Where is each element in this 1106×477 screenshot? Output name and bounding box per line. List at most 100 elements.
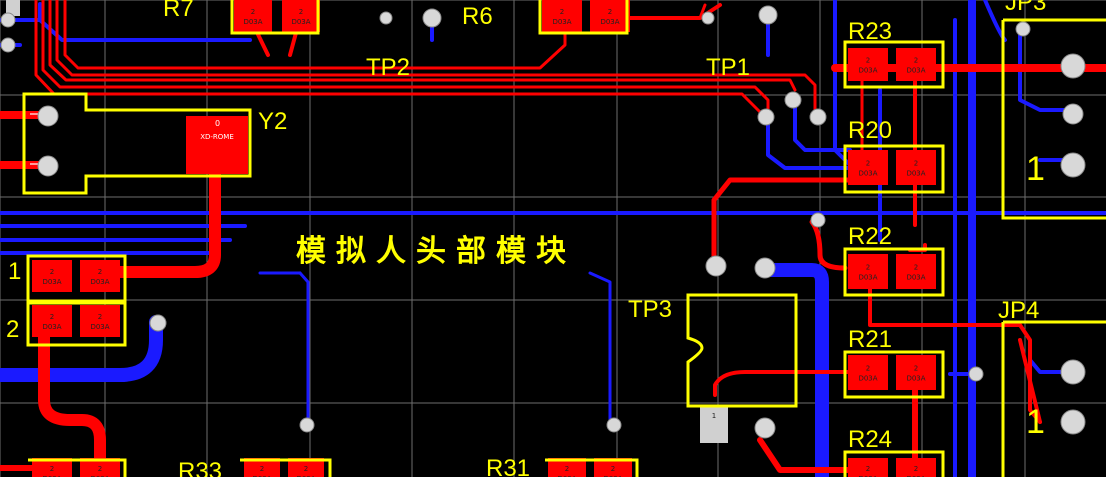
svg-text:D03A: D03A — [42, 323, 61, 331]
via[interactable] — [758, 5, 778, 25]
svg-text:D03A: D03A — [858, 274, 877, 282]
svg-text:D03A: D03A — [858, 67, 877, 75]
pad[interactable] — [848, 458, 888, 477]
svg-text:D03A: D03A — [858, 475, 877, 477]
svg-text:2: 2 — [914, 465, 918, 473]
pad[interactable] — [186, 116, 248, 174]
pad[interactable] — [80, 260, 120, 292]
svg-text:2: 2 — [565, 465, 569, 473]
pad[interactable] — [896, 355, 936, 390]
svg-text:2: 2 — [251, 8, 255, 16]
svg-text:2: 2 — [608, 8, 612, 16]
pad[interactable] — [590, 0, 630, 32]
via[interactable] — [754, 257, 776, 279]
svg-text:D03A: D03A — [243, 18, 262, 26]
pad[interactable] — [80, 305, 120, 337]
via[interactable] — [422, 8, 442, 28]
svg-text:2: 2 — [914, 365, 918, 373]
pad[interactable] — [896, 458, 936, 477]
via[interactable] — [757, 108, 775, 126]
svg-text:2: 2 — [50, 465, 54, 473]
pad[interactable] — [6, 0, 20, 16]
svg-text:2: 2 — [304, 465, 308, 473]
via[interactable] — [701, 11, 715, 25]
svg-text:D03A: D03A — [252, 475, 271, 477]
pad[interactable] — [700, 405, 728, 443]
via[interactable] — [1060, 409, 1086, 435]
svg-text:D03A: D03A — [906, 67, 925, 75]
pad[interactable] — [32, 305, 72, 337]
pin-label-2: 2 — [6, 316, 20, 343]
pad[interactable] — [542, 0, 582, 32]
via[interactable] — [809, 108, 827, 126]
pad[interactable] — [234, 0, 272, 32]
pad[interactable] — [32, 260, 72, 292]
pad[interactable] — [848, 48, 888, 81]
pad[interactable] — [848, 355, 888, 390]
via[interactable] — [784, 91, 802, 109]
pad[interactable] — [896, 150, 936, 185]
svg-text:2: 2 — [866, 465, 870, 473]
svg-text:D03A: D03A — [906, 375, 925, 383]
pad[interactable] — [288, 458, 324, 477]
svg-text:2: 2 — [914, 264, 918, 272]
via[interactable] — [37, 105, 59, 127]
y2-pad-number: 0 — [214, 119, 221, 128]
via[interactable] — [1015, 21, 1031, 37]
pad[interactable] — [282, 0, 320, 32]
via[interactable] — [0, 37, 16, 53]
pad[interactable] — [244, 458, 280, 477]
via[interactable] — [754, 417, 776, 439]
via[interactable] — [606, 417, 622, 433]
svg-text:D03A: D03A — [906, 475, 925, 477]
designator-r6: R6 — [462, 3, 493, 30]
vias[interactable] — [0, 5, 1086, 439]
pad[interactable] — [594, 458, 632, 477]
pad[interactable] — [896, 254, 936, 289]
designator-jp4: JP4 — [998, 297, 1040, 324]
pad[interactable] — [896, 48, 936, 81]
via[interactable] — [149, 314, 167, 332]
svg-text:2: 2 — [560, 8, 564, 16]
via[interactable] — [1060, 359, 1086, 385]
via[interactable] — [810, 212, 826, 228]
svg-text:2: 2 — [866, 57, 870, 65]
svg-text:D03A: D03A — [858, 170, 877, 178]
svg-text:D03A: D03A — [90, 323, 109, 331]
designator-r7: R7 — [163, 0, 194, 22]
via[interactable] — [705, 255, 727, 277]
via[interactable] — [0, 12, 16, 28]
pad[interactable] — [848, 150, 888, 185]
pad[interactable] — [32, 458, 72, 477]
via[interactable] — [299, 417, 315, 433]
designator-r24: R24 — [848, 426, 893, 453]
pin-label-1: 1 — [8, 258, 22, 285]
via[interactable] — [37, 155, 59, 177]
via[interactable] — [1060, 53, 1086, 79]
svg-text:D03A: D03A — [906, 274, 925, 282]
designator-r23: R23 — [848, 18, 893, 45]
svg-text:2: 2 — [50, 268, 54, 276]
designator-r20: R20 — [848, 117, 893, 144]
silkscreen-outlines — [22, 0, 1106, 477]
svg-text:D03A: D03A — [557, 475, 576, 477]
svg-text:D03A: D03A — [906, 170, 925, 178]
via[interactable] — [1060, 152, 1086, 178]
smd-pads[interactable]: 2D03A2D03A2D03A2D03A2D03A2D03A2D03A2D03A… — [6, 0, 936, 477]
pad[interactable] — [80, 458, 120, 477]
via[interactable] — [968, 366, 984, 382]
svg-text:D03A: D03A — [42, 475, 61, 477]
svg-text:D03A: D03A — [296, 475, 315, 477]
board-title-chinese: 模拟人头部模块 — [296, 234, 576, 269]
designator-r31: R31 — [486, 455, 531, 477]
via[interactable] — [1062, 103, 1084, 125]
designator-jp3: JP3 — [1005, 0, 1047, 16]
pad[interactable] — [848, 254, 888, 289]
svg-text:1: 1 — [712, 412, 716, 420]
via[interactable] — [379, 11, 393, 25]
svg-text:2: 2 — [98, 313, 102, 321]
pad[interactable] — [548, 458, 586, 477]
